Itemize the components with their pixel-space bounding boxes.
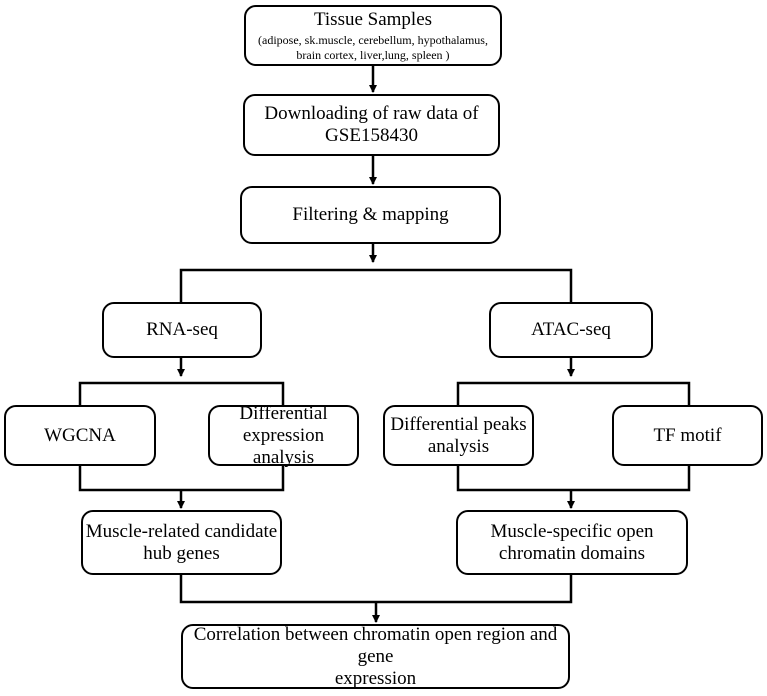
node-atacseq-label: ATAC-seq bbox=[531, 319, 611, 340]
node-rnaseq: RNA-seq bbox=[102, 302, 262, 358]
connector-rna-merge bbox=[78, 466, 285, 492]
node-wgcna-label: WGCNA bbox=[44, 424, 116, 446]
node-correlation-label: Correlation between chromatin open regio… bbox=[193, 623, 558, 689]
node-open-chromatin: Muscle-specific open chromatin domains bbox=[456, 510, 688, 575]
connector-rnaseq-branches bbox=[78, 381, 285, 405]
node-rnaseq-label: RNA-seq bbox=[146, 319, 218, 340]
node-correlation: Correlation between chromatin open regio… bbox=[181, 624, 570, 689]
node-differential-expression: Differential expression analysis bbox=[208, 402, 359, 468]
node-hub-genes: Muscle-related candidate hub genes bbox=[81, 510, 282, 575]
node-tissue-title: Tissue Samples bbox=[313, 8, 433, 30]
node-open-chromatin-label: Muscle-specific open chromatin domains bbox=[490, 520, 654, 564]
node-differential-peaks-label: Differential peaks analysis bbox=[390, 413, 527, 457]
node-filtering: Filtering & mapping bbox=[240, 186, 501, 244]
node-download-label: Downloading of raw data of GSE158430 bbox=[264, 103, 479, 146]
node-differential-peaks: Differential peaks analysis bbox=[383, 405, 534, 466]
connector-atac-merge bbox=[456, 466, 691, 492]
connector-atacseq-branches bbox=[456, 381, 691, 405]
node-atacseq: ATAC-seq bbox=[489, 302, 653, 358]
node-download: Downloading of raw data of GSE158430 bbox=[243, 94, 500, 156]
node-tissue-subtitle: (adipose, sk.muscle, cerebellum, hypotha… bbox=[258, 32, 488, 62]
node-tf-motif: TF motif bbox=[612, 405, 763, 466]
connector-final-merge bbox=[179, 575, 573, 604]
node-tissue-samples: Tissue Samples (adipose, sk.muscle, cere… bbox=[244, 5, 502, 66]
node-hub-genes-label: Muscle-related candidate hub genes bbox=[85, 520, 278, 564]
node-differential-expression-label: Differential expression analysis bbox=[239, 402, 328, 468]
node-tf-motif-label: TF motif bbox=[653, 424, 722, 446]
node-wgcna: WGCNA bbox=[4, 405, 156, 466]
connector-split-branches bbox=[179, 268, 573, 302]
node-filtering-label: Filtering & mapping bbox=[292, 204, 449, 225]
